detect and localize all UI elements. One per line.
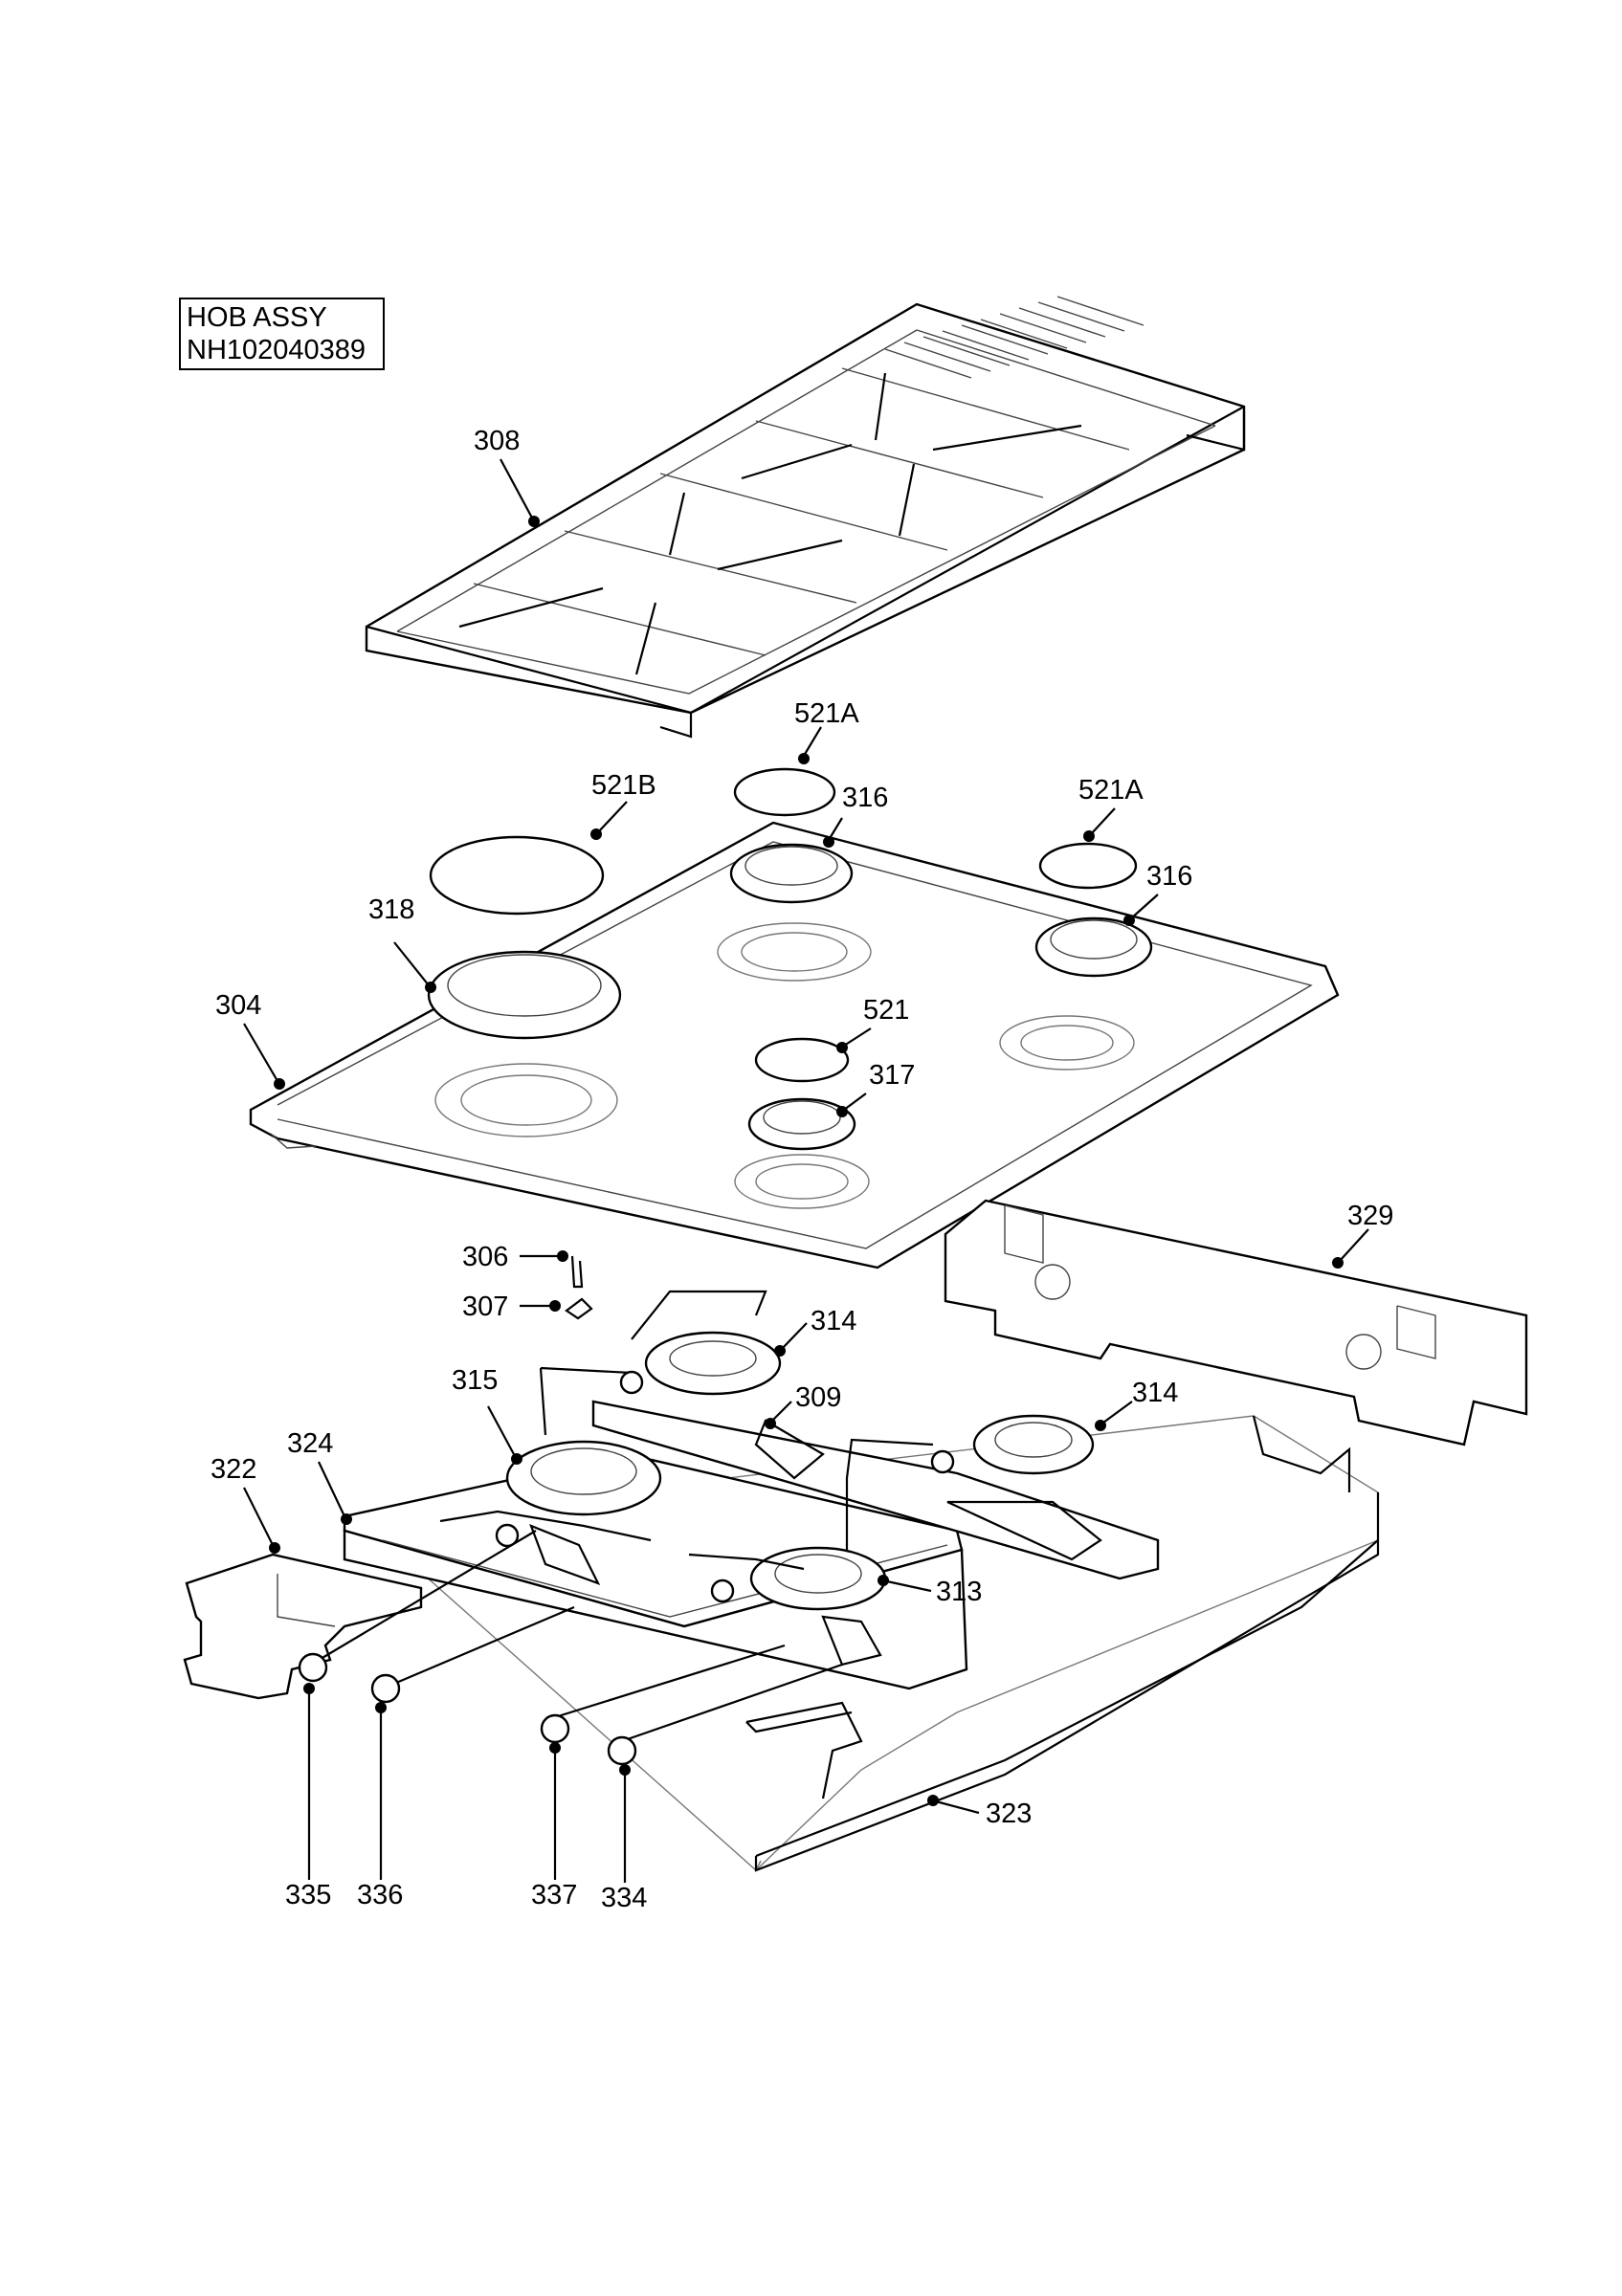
callout-315: 315 (452, 1365, 498, 1396)
injectors (298, 1370, 955, 1766)
callout-324: 324 (287, 1428, 333, 1459)
rear-panel (944, 1199, 1528, 1446)
title-line-2: NH102040389 (187, 335, 367, 365)
callout-334: 334 (601, 1883, 647, 1913)
callout-322: 322 (211, 1454, 256, 1485)
gas-pipes (310, 1366, 934, 1743)
title-box: HOB ASSY NH102040389 (179, 298, 385, 370)
callout-316-b: 316 (1146, 861, 1192, 892)
leaders (243, 458, 1369, 1883)
callout-307: 307 (462, 1292, 508, 1322)
callout-308: 308 (474, 426, 520, 456)
clip-parts (565, 1255, 593, 1320)
callout-316-a: 316 (842, 783, 888, 813)
callout-521a-2: 521A (1078, 775, 1144, 806)
cap-521a-2 (1038, 842, 1138, 890)
callout-313: 313 (936, 1577, 982, 1607)
burner-crowns (427, 843, 1153, 1151)
title-line-1: HOB ASSY (187, 302, 327, 333)
callout-337: 337 (531, 1880, 577, 1910)
cap-521b (429, 835, 605, 916)
callout-335: 335 (285, 1880, 331, 1910)
cap-521 (754, 1037, 850, 1083)
callout-306: 306 (462, 1242, 508, 1272)
callout-314-b: 314 (1132, 1378, 1178, 1408)
callout-309: 309 (795, 1382, 841, 1413)
callout-521: 521 (863, 995, 909, 1026)
callout-304: 304 (215, 990, 261, 1021)
callout-329: 329 (1347, 1201, 1393, 1231)
burner-bodies (505, 1290, 1102, 1667)
cap-521a-1 (733, 767, 836, 817)
callout-521a-1: 521A (794, 698, 859, 729)
left-bracket (183, 1553, 423, 1700)
callout-labels: 308 521A 521B 316 521A 316 318 304 521 3… (211, 426, 1393, 1913)
pan-support-grid (365, 296, 1246, 739)
callout-521b: 521B (591, 770, 656, 801)
callout-314-a: 314 (811, 1306, 856, 1336)
chassis-frame (362, 1415, 1380, 1872)
callout-317: 317 (869, 1060, 915, 1091)
burner-caps (429, 767, 1138, 1083)
callout-318: 318 (368, 894, 414, 925)
callout-336: 336 (357, 1880, 403, 1910)
callout-323: 323 (986, 1799, 1032, 1829)
